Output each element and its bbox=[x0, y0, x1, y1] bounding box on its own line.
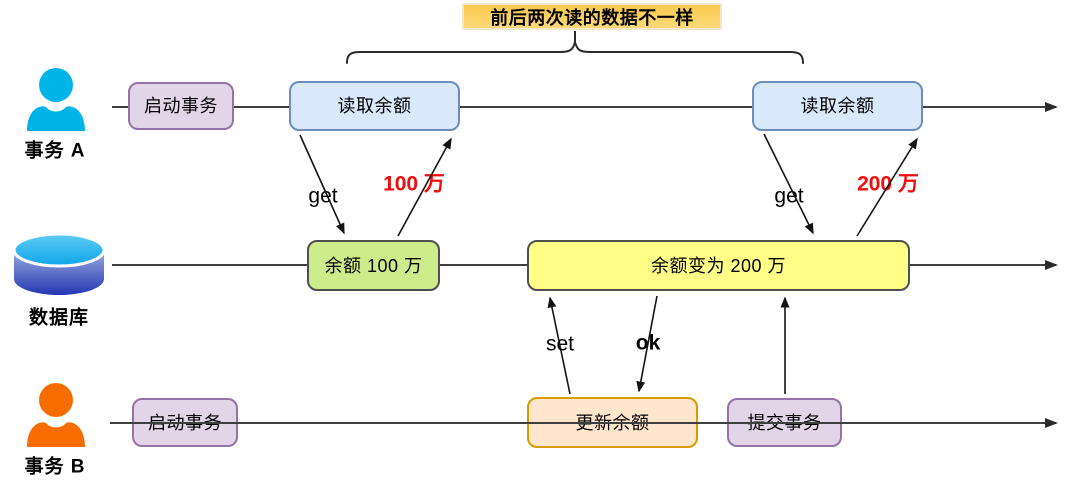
annotation-box: 前后两次读的数据不一样 bbox=[462, 3, 722, 30]
value-label-200: 200 万 bbox=[857, 172, 919, 196]
annotation-label: 前后两次读的数据不一样 bbox=[490, 7, 694, 28]
ok-label: ok bbox=[635, 331, 661, 355]
person-a-icon bbox=[27, 68, 85, 131]
node-balance-100: 余额 100 万 bbox=[307, 240, 440, 291]
node-read-balance-1: 读取余额 bbox=[289, 81, 460, 131]
get-label-left: get bbox=[308, 184, 338, 208]
person-b-icon bbox=[27, 383, 85, 447]
lane-label-transaction-b: 事务 B bbox=[24, 456, 86, 478]
node-read-balance-2: 读取余额 bbox=[752, 81, 923, 131]
brace bbox=[346, 41, 804, 64]
get-label-right: get bbox=[774, 184, 804, 208]
set-label: set bbox=[545, 332, 575, 356]
node-update-balance: 更新余额 bbox=[527, 397, 698, 448]
value-label-100: 100 万 bbox=[383, 172, 445, 196]
node-start-transaction-a: 启动事务 bbox=[128, 82, 234, 130]
lane-label-transaction-a: 事务 A bbox=[24, 140, 86, 162]
lane-label-database: 数据库 bbox=[28, 307, 90, 329]
node-start-transaction-b: 启动事务 bbox=[132, 398, 238, 447]
database-icon bbox=[12, 232, 106, 295]
node-commit-transaction: 提交事务 bbox=[727, 398, 842, 447]
node-balance-becomes-200: 余额变为 200 万 bbox=[527, 240, 910, 291]
